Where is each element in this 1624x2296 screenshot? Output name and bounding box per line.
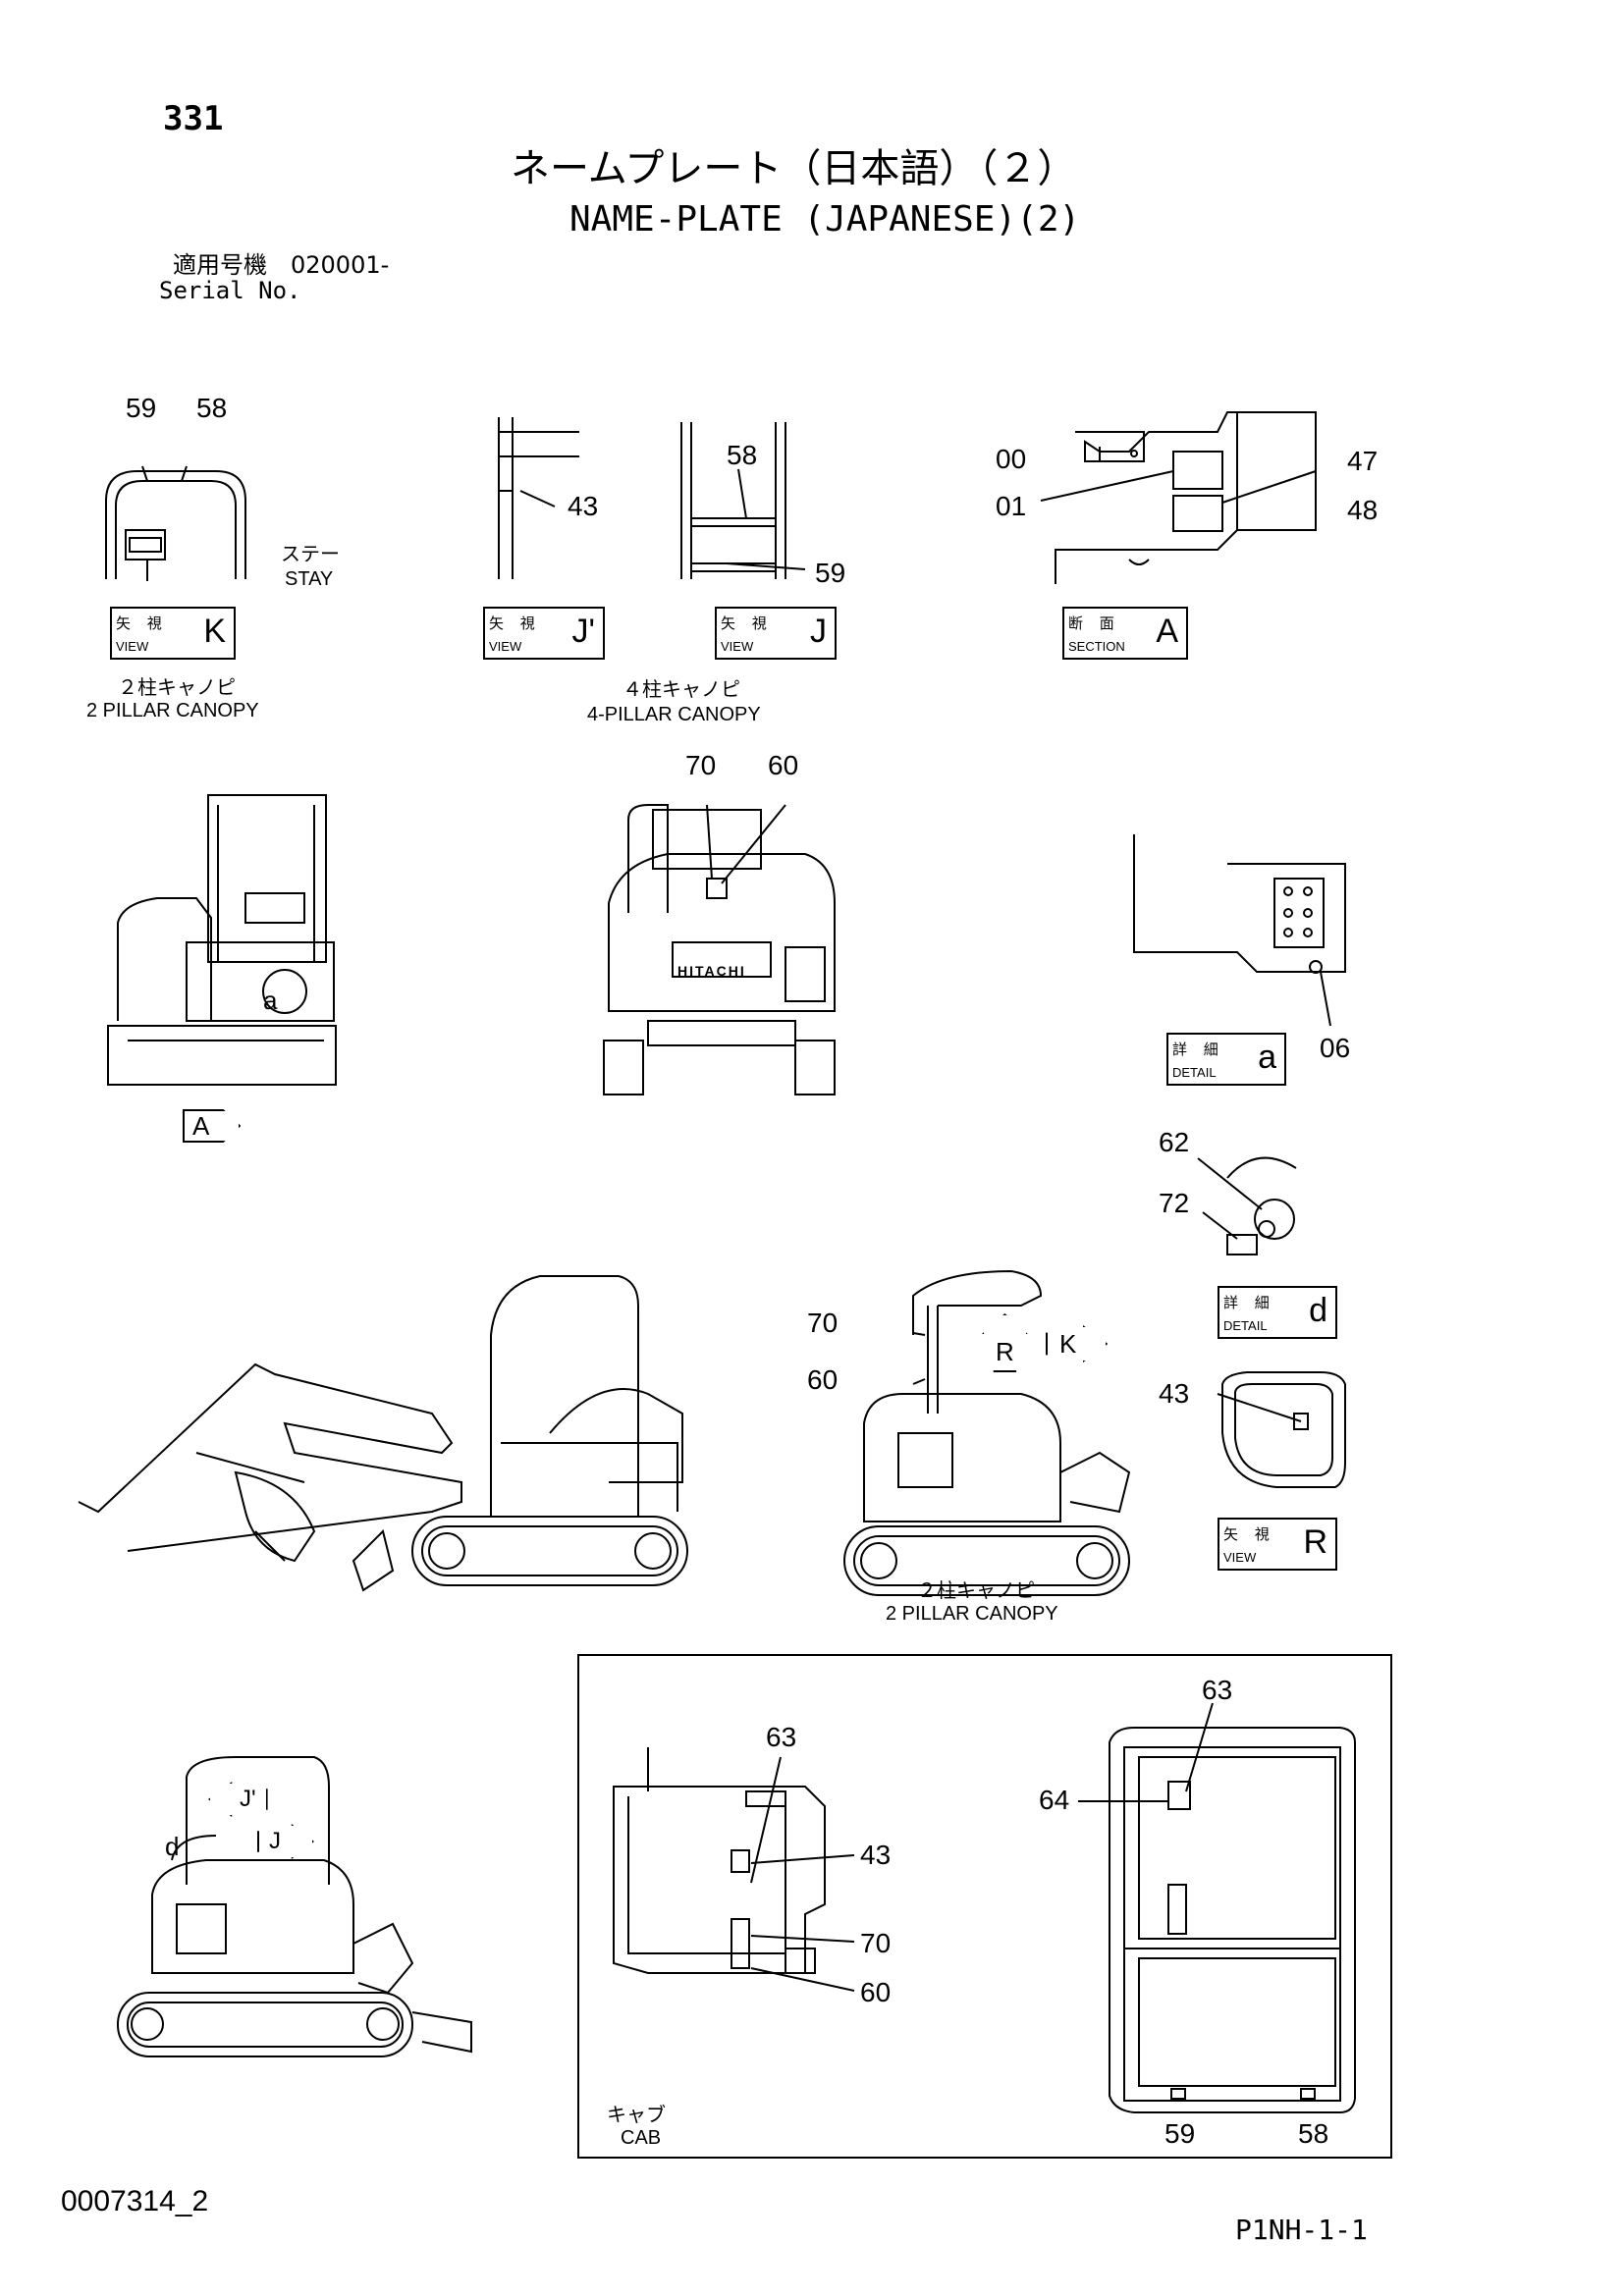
caption-2pillar-jp: ２柱キャノピ — [118, 675, 236, 699]
cab-interior-side — [613, 1747, 855, 1992]
detail-mark-d: d — [165, 1832, 180, 1861]
brand-logo: HITACHI — [677, 963, 746, 979]
detail-d-parts — [1197, 1156, 1297, 1255]
detail-a-letter: a — [1258, 1039, 1276, 1076]
page-number: 331 — [163, 99, 224, 138]
excavator-side-view — [78, 1275, 688, 1592]
callout-43-view-r: 43 — [1159, 1378, 1190, 1409]
caption-2pillar-b-en: 2 PILLAR CANOPY — [886, 1603, 1058, 1625]
callout-43-view-jp: 43 — [568, 491, 599, 521]
view-k-en: VIEW — [116, 639, 149, 654]
callout-70-rear: 70 — [685, 750, 717, 780]
section-a-jp: 断 面 — [1068, 614, 1120, 632]
callout-60-cab: 60 — [860, 1977, 892, 2007]
section-a-label: 断 面 SECTION A — [1062, 607, 1188, 660]
caption-stay-en: STAY — [285, 568, 334, 590]
view-k-letter: K — [203, 613, 226, 650]
view-r-en: VIEW — [1223, 1550, 1257, 1565]
leader-70-side — [912, 1332, 926, 1336]
callout-47: 47 — [1347, 446, 1379, 476]
view-k-label: 矢 視 VIEW K — [110, 607, 236, 660]
leader-60-rear — [721, 804, 786, 884]
detail-d-label: 詳 細 DETAIL d — [1218, 1286, 1337, 1339]
serial-japanese: 適用号機 020001- — [173, 251, 390, 279]
leader-70-rear — [706, 804, 713, 880]
view-j-prime-label: 矢 視 VIEW J' — [483, 607, 605, 660]
caption-2pillar-b-jp: ２柱キャノピ — [917, 1578, 1035, 1602]
caption-2pillar-en: 2 PILLAR CANOPY — [86, 700, 259, 721]
canopy-machine-side-view — [843, 1269, 1131, 1596]
detail-a-frame — [1133, 834, 1346, 1027]
section-a-letter: A — [1156, 613, 1178, 650]
callout-58-top: 58 — [1298, 2118, 1329, 2149]
cab-machine-rear-view — [117, 1756, 472, 2057]
title-japanese: ネームプレート（日本語）（２） — [511, 146, 1077, 191]
caption-4pillar-jp: ４柱キャノピ — [623, 677, 740, 701]
view-r-letter: R — [1303, 1523, 1327, 1561]
cab-top-view — [1078, 1702, 1356, 2113]
section-a-frame — [1040, 411, 1317, 584]
callout-00: 00 — [996, 444, 1027, 474]
caption-stay-jp: ステー — [281, 542, 340, 565]
callout-58-view-k: 58 — [196, 393, 228, 423]
canopy-pillar-view-j-prime — [498, 417, 579, 579]
canopy-pillar-view-j — [680, 422, 806, 579]
view-j-label: 矢 視 VIEW J — [715, 607, 837, 660]
callout-59-view-k: 59 — [126, 393, 157, 423]
callout-59-view-j: 59 — [815, 558, 846, 588]
callout-48: 48 — [1347, 495, 1379, 525]
detail-d-jp: 詳 細 — [1223, 1294, 1275, 1311]
view-j-prime-en: VIEW — [489, 639, 522, 654]
canopy-stay-view-k — [105, 465, 246, 581]
callout-70-side: 70 — [807, 1308, 839, 1338]
title-english: NAME-PLATE (JAPANESE)(2) — [569, 199, 1081, 240]
caption-4pillar-en: 4-PILLAR CANOPY — [587, 704, 761, 725]
view-r-jp: 矢 視 — [1223, 1525, 1275, 1543]
callout-60-side: 60 — [807, 1364, 839, 1395]
view-r-label: 矢 視 VIEW R — [1218, 1518, 1337, 1571]
view-arrow-a: A — [183, 1109, 242, 1143]
detail-a-en: DETAIL — [1172, 1065, 1217, 1080]
machine-rear-view-right — [603, 804, 836, 1095]
callout-62: 62 — [1159, 1127, 1190, 1157]
callout-58-view-j: 58 — [727, 440, 758, 470]
detail-a-label: 詳 細 DETAIL a — [1166, 1033, 1286, 1086]
view-j-letter: J — [810, 613, 827, 650]
machine-rear-view-left — [107, 794, 337, 1086]
detail-a-jp: 詳 細 — [1172, 1041, 1224, 1058]
callout-43-cab: 43 — [860, 1840, 892, 1870]
view-k-jp: 矢 視 — [116, 614, 168, 632]
callout-72: 72 — [1159, 1188, 1190, 1218]
callout-64-top: 64 — [1039, 1785, 1070, 1815]
callout-01: 01 — [996, 491, 1027, 521]
callout-59-top: 59 — [1164, 2118, 1196, 2149]
callout-70-cab: 70 — [860, 1928, 892, 1958]
view-r-part — [1217, 1371, 1346, 1488]
serial-english: Serial No. — [159, 277, 301, 304]
callout-06: 06 — [1320, 1033, 1351, 1063]
view-j-jp: 矢 視 — [721, 614, 773, 632]
callout-60-rear: 60 — [768, 750, 799, 780]
section-a-en: SECTION — [1068, 639, 1125, 654]
view-j-en: VIEW — [721, 639, 754, 654]
cab-detail-box — [577, 1654, 1392, 2159]
leader-60-side — [912, 1378, 926, 1385]
detail-mark-a: a — [263, 986, 278, 1015]
caption-cab-jp: キャブ — [607, 2103, 666, 2126]
callout-63-top: 63 — [1202, 1675, 1233, 1705]
view-j-prime-letter: J' — [571, 613, 596, 650]
callout-63-cab: 63 — [766, 1722, 797, 1752]
reference-code: P1NH-1-1 — [1235, 2214, 1368, 2246]
detail-d-en: DETAIL — [1223, 1318, 1268, 1333]
caption-cab-en: CAB — [621, 2127, 662, 2149]
document-id: 0007314_2 — [61, 2185, 209, 2217]
view-j-prime-jp: 矢 視 — [489, 614, 541, 632]
detail-d-letter: d — [1309, 1292, 1327, 1329]
